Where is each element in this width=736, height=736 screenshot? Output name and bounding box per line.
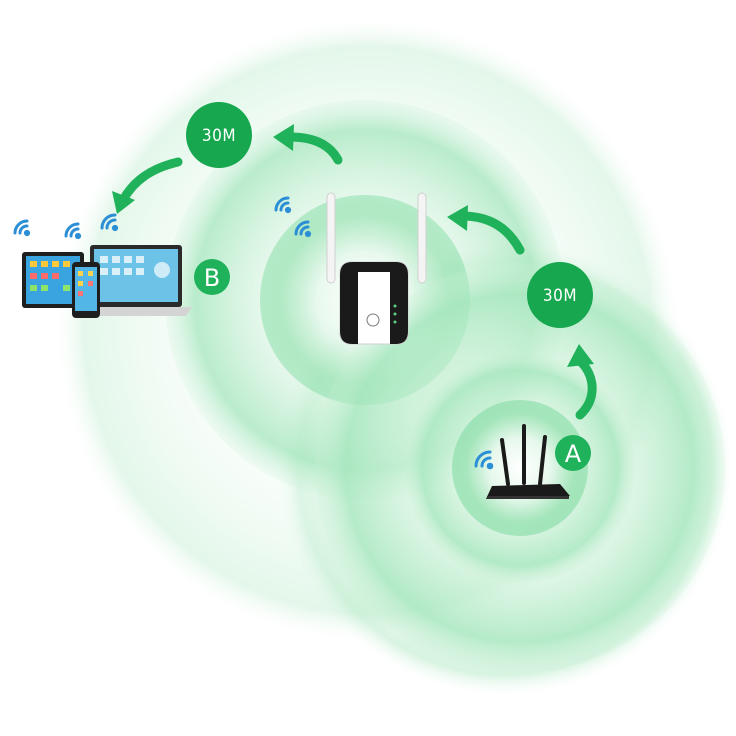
arrow-heads (112, 124, 594, 367)
arrow-head-a-up (567, 344, 594, 367)
signal-ring-router-inner (452, 400, 588, 536)
distance-badge-right: 30M (527, 262, 593, 328)
router-icon (486, 424, 570, 499)
point-a-label: A (565, 440, 582, 468)
arrow-head-devices (112, 191, 135, 214)
distance-badge-top-label: 30M (202, 126, 236, 146)
arrow-head-top-left (273, 124, 294, 151)
point-b-marker: B (194, 259, 230, 295)
phone-icon (72, 262, 100, 318)
distance-badge-right-label: 30M (543, 286, 577, 306)
tablet-icon (22, 252, 84, 308)
point-a-marker: A (555, 435, 591, 471)
point-b-label: B (204, 264, 220, 292)
wifi-icon (13, 196, 494, 470)
distance-badge-top: 30M (186, 102, 252, 168)
repeater-icon (326, 192, 427, 345)
laptop-icon (80, 245, 192, 316)
arrow-head-repeater-in (447, 205, 468, 231)
curved-arrow-icon (118, 132, 597, 420)
